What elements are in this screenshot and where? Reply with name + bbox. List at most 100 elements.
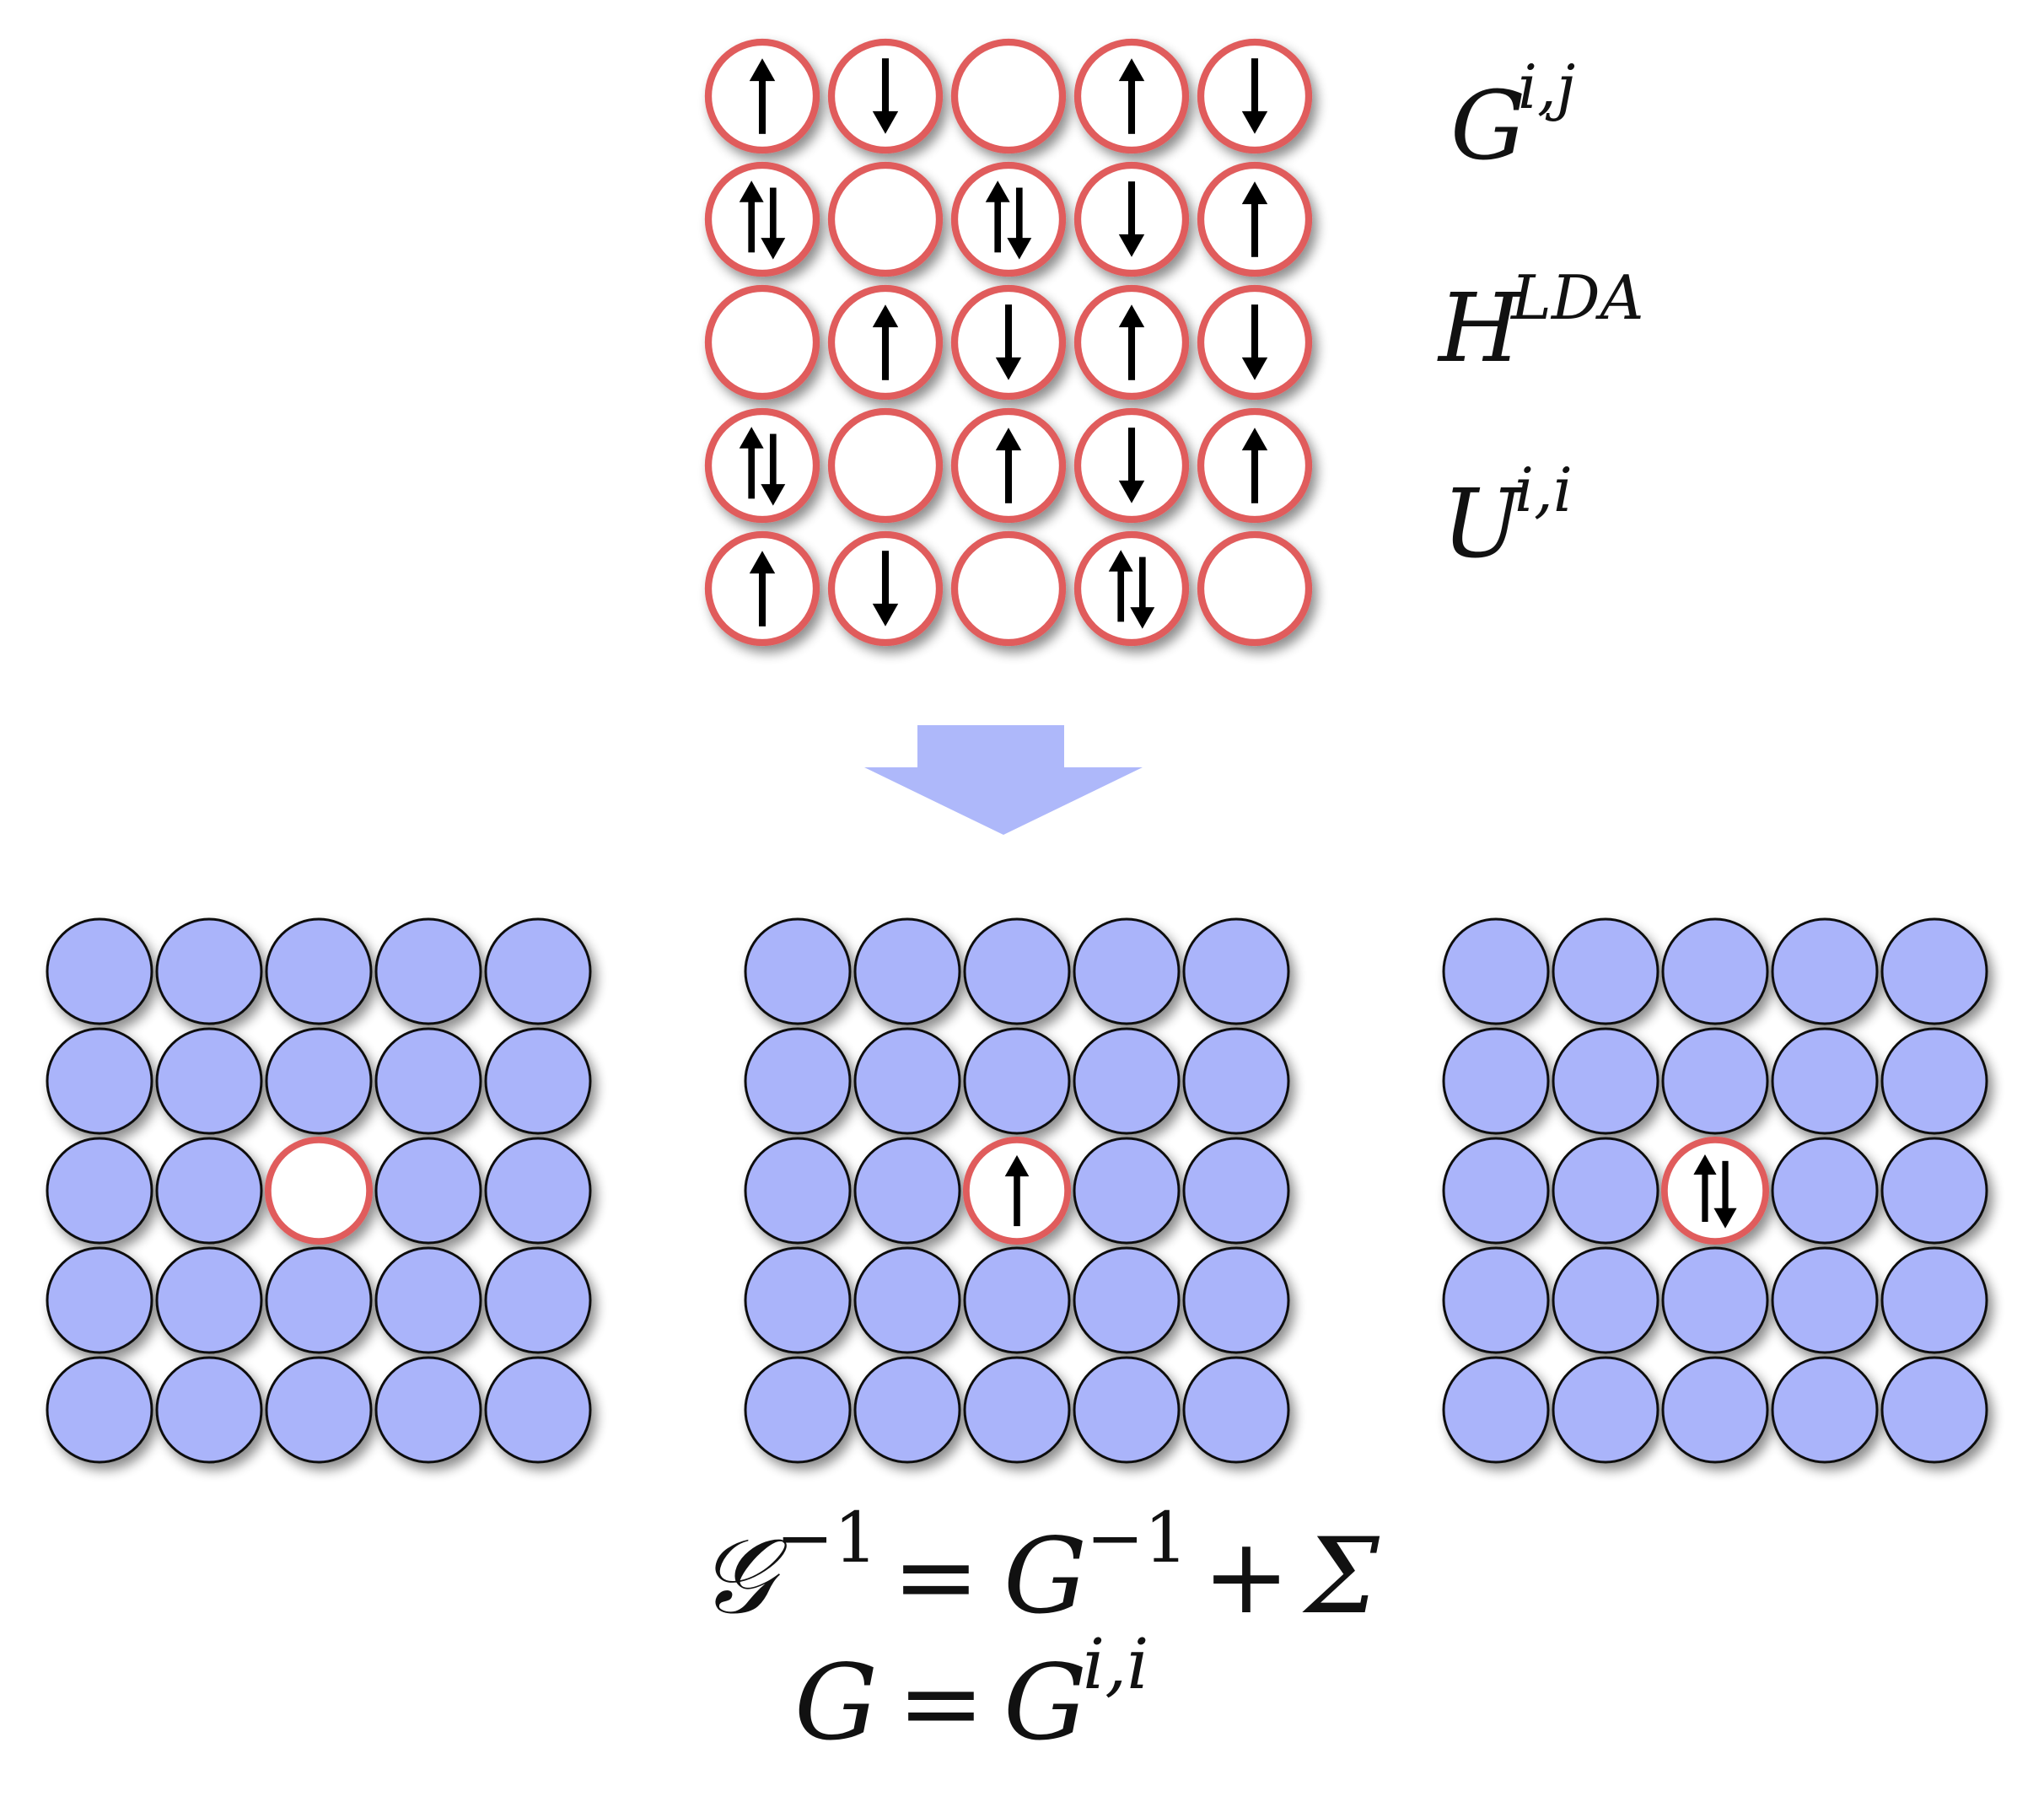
bath-site — [1073, 1027, 1181, 1135]
spin-up-icon — [739, 180, 764, 253]
spin-up-icon — [749, 58, 776, 134]
down-arrow-icon — [864, 725, 1143, 835]
lattice-site-up — [827, 284, 944, 401]
lattice-site-up — [1197, 407, 1313, 524]
bath-site — [1442, 1356, 1550, 1464]
bath-site — [1442, 1137, 1550, 1245]
bath-site — [963, 1027, 1071, 1135]
lattice-site-updown — [950, 161, 1067, 277]
bath-site — [484, 1137, 592, 1245]
bath-site — [853, 1027, 961, 1135]
spin-up-icon — [739, 427, 764, 499]
label-u-ii: U i,i — [1442, 454, 1573, 579]
g-exponent: −1 — [1086, 1498, 1188, 1579]
spin-up-icon — [1241, 181, 1268, 257]
lattice-site-down — [1197, 38, 1313, 154]
bath-site — [374, 1027, 482, 1135]
bath-site — [853, 1356, 961, 1464]
lattice-site-up — [704, 38, 820, 154]
spin-down-icon — [1713, 1160, 1737, 1229]
g-local-lhs: G — [794, 1643, 878, 1764]
lattice-site-empty — [950, 38, 1067, 154]
bath-site — [1771, 1246, 1879, 1354]
bath-site — [374, 1356, 482, 1464]
bath-site — [46, 1246, 153, 1354]
bath-site — [1880, 917, 1988, 1025]
spin-down-icon — [761, 187, 786, 260]
bath-site — [744, 1246, 852, 1354]
h-lda-base: H — [1437, 274, 1523, 384]
lattice-site-up — [1197, 161, 1313, 277]
spin-up-icon — [749, 551, 776, 627]
spin-down-icon — [1241, 304, 1268, 380]
lattice-site-down — [1073, 161, 1190, 277]
bath-site — [155, 1027, 263, 1135]
spin-down-icon — [761, 433, 786, 506]
bath-site — [1771, 1137, 1879, 1245]
bath-site — [853, 1246, 961, 1354]
spin-up-icon — [995, 428, 1022, 503]
spin-up-icon — [1118, 58, 1145, 134]
lattice-site-updown — [704, 407, 820, 524]
spin-up-icon — [872, 304, 899, 380]
equation-dyson: 𝒢 −1 = G −1 + Σ — [698, 1498, 1380, 1638]
correlated-lattice — [704, 38, 1313, 647]
plus-sign: + — [1202, 1516, 1290, 1638]
bath-site — [1880, 1027, 1988, 1135]
spin-up-icon — [1693, 1154, 1717, 1222]
bath-site — [1182, 1246, 1290, 1354]
spin-up-icon — [1241, 428, 1268, 503]
h-lda-sup: LDA — [1509, 262, 1644, 333]
spin-up-icon — [1004, 1154, 1030, 1227]
bath-site — [46, 1027, 153, 1135]
bath-site — [374, 1246, 482, 1354]
lattice-site-updown — [1073, 530, 1190, 647]
bath-site — [963, 1356, 1071, 1464]
spin-down-icon — [995, 304, 1022, 380]
spin-down-icon — [1118, 181, 1145, 257]
u-ii-sup: i,i — [1514, 454, 1573, 525]
bath-site — [265, 1246, 373, 1354]
weiss-g-exponent: −1 — [776, 1498, 878, 1579]
bath-site — [1073, 1356, 1181, 1464]
bath-site — [46, 1356, 153, 1464]
spin-up-icon — [985, 180, 1010, 253]
g-symbol: G — [1003, 1516, 1087, 1638]
impurity-panel-spin-up — [744, 917, 1290, 1464]
spin-down-icon — [872, 551, 899, 627]
bath-site — [155, 1356, 263, 1464]
label-g-ij: G i,j — [1450, 51, 1575, 181]
lattice-site-up — [1073, 38, 1190, 154]
bath-site — [1182, 1027, 1290, 1135]
bath-site — [484, 1356, 592, 1464]
bath-site — [484, 1246, 592, 1354]
bath-site — [155, 1246, 263, 1354]
bath-site — [1442, 1027, 1550, 1135]
equals-sign-2: = — [897, 1643, 985, 1764]
lattice-site-up — [704, 530, 820, 647]
bath-site — [744, 1137, 852, 1245]
lattice-site-down — [1073, 407, 1190, 524]
lattice-site-empty — [827, 407, 944, 524]
lattice-site-down — [950, 284, 1067, 401]
bath-site — [853, 1137, 961, 1245]
bath-site — [155, 917, 263, 1025]
lattice-site-down — [827, 530, 944, 647]
bath-site — [265, 1027, 373, 1135]
g-ij-sup: i,j — [1518, 51, 1575, 122]
g-ii-base: G — [1003, 1643, 1087, 1764]
bath-site — [1442, 917, 1550, 1025]
lattice-site-empty — [704, 284, 820, 401]
bath-site — [1442, 1246, 1550, 1354]
bath-site — [744, 1356, 852, 1464]
impurity-panel-doubly-occupied — [1442, 917, 1988, 1464]
bath-site — [1552, 1027, 1659, 1135]
g-ii-sup: i,i — [1083, 1625, 1149, 1705]
bath-site — [963, 917, 1071, 1025]
bath-site — [155, 1137, 263, 1245]
bath-site — [374, 917, 482, 1025]
bath-site — [1073, 1246, 1181, 1354]
bath-site — [1771, 917, 1879, 1025]
lattice-site-empty — [827, 161, 944, 277]
equation-local-green: G = G i,i — [794, 1625, 1149, 1764]
